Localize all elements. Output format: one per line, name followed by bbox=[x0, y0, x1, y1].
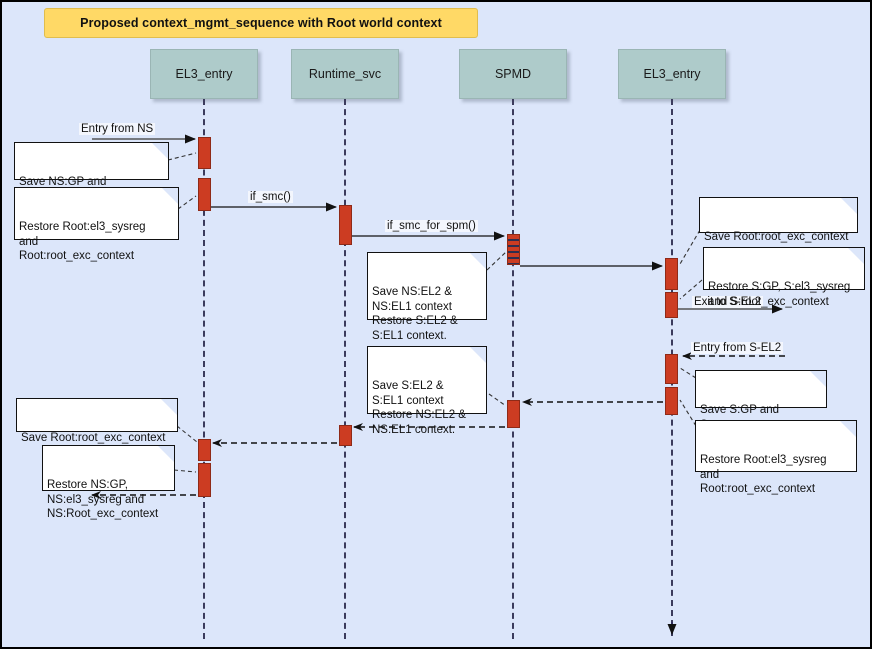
diagram-title-banner: Proposed context_mgmt_sequence with Root… bbox=[44, 8, 478, 38]
note-save-s-el2-restore-ns-el2: Save S:EL2 & S:EL1 context Restore NS:EL… bbox=[367, 346, 487, 436]
lifeline-head-el3-entry-right[interactable]: EL3_entry bbox=[618, 49, 726, 99]
activation-bar-el3-left-1 bbox=[198, 137, 211, 169]
note-text: Save S:EL2 & S:EL1 context Restore NS:EL… bbox=[372, 380, 466, 436]
note-text: Restore S:GP, S:el3_sysreg and S:root_ex… bbox=[708, 281, 851, 308]
diagram-title: Proposed context_mgmt_sequence with Root… bbox=[80, 16, 442, 30]
note-restore-root-el3-sysreg: Restore Root:el3_sysreg and Root:root_ex… bbox=[14, 187, 179, 262]
lifeline-head-runtime-svc[interactable]: Runtime_svc bbox=[291, 49, 399, 99]
message-label-entry-from-s-el2: Entry from S-EL2 bbox=[691, 342, 784, 354]
note-text: Save Root:root_exc_context bbox=[21, 432, 166, 444]
note-text: Save Root:root_exc_context bbox=[704, 231, 849, 243]
note-restore-root-el3-sysreg-right: Restore Root:el3_sysreg and Root:root_ex… bbox=[695, 420, 857, 495]
note-save-ns-el2-restore-s-el2: Save NS:EL2 & NS:EL1 context Restore S:E… bbox=[367, 252, 487, 342]
lifeline-label: EL3_entry bbox=[643, 67, 701, 81]
message-label-if-smc-for-spm: if_smc_for_spm() bbox=[385, 220, 478, 232]
note-restore-ns-gp: Restore NS:GP, NS:el3_sysreg and NS:Root… bbox=[42, 445, 175, 520]
note-text: Restore Root:el3_sysreg and Root:root_ex… bbox=[19, 221, 146, 262]
activation-bar-el3-left-3 bbox=[198, 439, 211, 461]
message-label-if-smc: if_smc() bbox=[248, 191, 293, 203]
activation-bar-el3-right-4 bbox=[665, 387, 678, 415]
lifeline-el3-entry-left bbox=[203, 99, 205, 639]
lifeline-runtime-svc bbox=[344, 99, 346, 639]
note-save-root-exc-context-right: Save Root:root_exc_context bbox=[699, 197, 858, 243]
lifeline-spmd bbox=[512, 99, 514, 639]
activation-bar-el3-left-4 bbox=[198, 463, 211, 497]
note-restore-s-gp: Restore S:GP, S:el3_sysreg and S:root_ex… bbox=[703, 247, 865, 308]
lifeline-head-spmd[interactable]: SPMD bbox=[459, 49, 567, 99]
lifeline-label: SPMD bbox=[494, 67, 532, 81]
note-save-root-exc-context-left: Save Root:root_exc_context bbox=[16, 398, 178, 444]
lifeline-head-el3-entry-left[interactable]: EL3_entry bbox=[150, 49, 258, 99]
message-label-entry-from-ns: Entry from NS bbox=[79, 123, 156, 135]
note-save-s-gp: Save S:GP and S:root_exc_context bbox=[695, 370, 827, 431]
lifeline-label: EL3_entry bbox=[175, 67, 233, 81]
activation-bar-spmd-2 bbox=[507, 400, 520, 428]
note-text: Restore Root:el3_sysreg and Root:root_ex… bbox=[700, 454, 827, 495]
activation-bar-el3-right-1 bbox=[665, 258, 678, 290]
activation-bar-el3-right-2 bbox=[665, 292, 678, 318]
note-save-ns-gp: Save NS:GP and NS:Root_exc_context bbox=[14, 142, 169, 203]
note-text: Save NS:EL2 & NS:EL1 context Restore S:E… bbox=[372, 286, 458, 342]
lifeline-label: Runtime_svc bbox=[308, 67, 382, 81]
activation-bar-spmd-1 bbox=[507, 234, 520, 265]
activation-bar-el3-left-2 bbox=[198, 178, 211, 211]
activation-bar-el3-right-3 bbox=[665, 354, 678, 384]
message-label-exit-to-s-el2: Exit to S-EL2 bbox=[692, 296, 764, 308]
note-text: Restore NS:GP, NS:el3_sysreg and NS:Root… bbox=[47, 479, 159, 520]
activation-bar-runtime-svc-2 bbox=[339, 425, 352, 446]
activation-bar-runtime-svc-1 bbox=[339, 205, 352, 245]
